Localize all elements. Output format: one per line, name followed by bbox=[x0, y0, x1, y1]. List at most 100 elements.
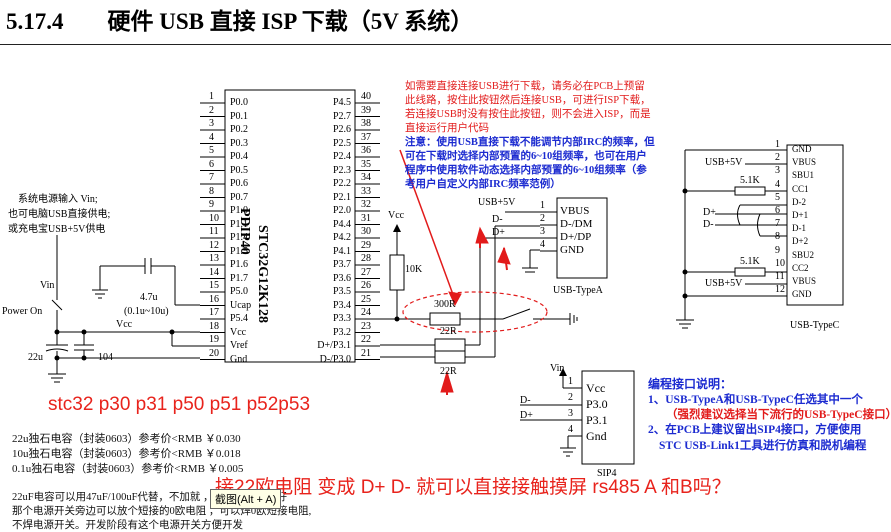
cap-47u-range: (0.1u~10u) bbox=[124, 306, 169, 317]
chip-pin-number: 33 bbox=[361, 185, 371, 197]
sip4-pin-number: 1 bbox=[568, 376, 573, 387]
typea-pin-name: GND bbox=[560, 244, 584, 256]
typec-pin-number: 9 bbox=[775, 244, 780, 256]
user-annotation-top: stc32 p30 p31 p50 p51 p52p53 bbox=[48, 394, 311, 415]
sip4-pin-name: Vcc bbox=[586, 381, 606, 395]
typec-pin-name: GND bbox=[792, 144, 812, 154]
typec-pin-number: 8 bbox=[775, 231, 780, 243]
typec-pin-number: 7 bbox=[775, 218, 780, 230]
typec-pin-name: D+1 bbox=[792, 210, 809, 220]
res-51k-label-a: 5.1K bbox=[740, 175, 760, 186]
para-line-3: 不焊电源开关。开发阶段有这个电源开关方便开发 bbox=[12, 520, 243, 531]
chip-pin-number: 28 bbox=[361, 253, 371, 264]
d-plus-label-c: D+ bbox=[703, 207, 716, 218]
chip-pin-number: 19 bbox=[209, 334, 219, 345]
d-plus-label-a: D+ bbox=[492, 227, 505, 238]
prog-line-3: 2、在PCB上建议留出SIP4接口，方便使用 bbox=[648, 424, 862, 436]
typec-pin-name: D-1 bbox=[792, 223, 806, 234]
chip-pin-number: 36 bbox=[361, 145, 371, 156]
cap-price-1: 22u独石电容（封装0603）参考价<RMB ￥0.030 bbox=[12, 433, 241, 445]
res-22r-label-b: 22R bbox=[440, 366, 457, 377]
chip-pin-name: P0.1 bbox=[230, 110, 249, 122]
chip-pin-number: 4 bbox=[209, 131, 214, 143]
chip-pin-name: P1.7 bbox=[230, 272, 249, 284]
chip-pin-number: 40 bbox=[361, 91, 371, 102]
chip-pin-name: Vref bbox=[230, 340, 248, 351]
chip-pin-name: P3.2 bbox=[332, 326, 351, 338]
typea-pin-name: VBUS bbox=[560, 205, 590, 217]
chip-pin-number: 30 bbox=[361, 226, 371, 237]
chip-pin-number: 10 bbox=[209, 212, 219, 224]
typea-pin-number: 4 bbox=[540, 239, 545, 250]
prog-line-2: （强烈建议选择当下流行的USB-TypeC接口） bbox=[666, 409, 891, 421]
typec-label: USB-TypeC bbox=[790, 320, 840, 331]
chip-pin-name: P1.0 bbox=[230, 205, 249, 216]
chip-pin-name: P2.2 bbox=[332, 178, 351, 189]
power-note-2: 也可电脑USB直接供电; bbox=[8, 209, 111, 220]
chip-pin-number: 25 bbox=[361, 293, 371, 305]
typec-pin-number: 12 bbox=[775, 284, 785, 296]
typec-pin-number: 10 bbox=[775, 257, 785, 269]
chip-name: STC32G12K128 bbox=[255, 225, 270, 324]
chip-pin-number: 20 bbox=[209, 347, 219, 359]
prog-line-1: 1、USB-TypeA和USB-TypeC任选其中一个 bbox=[648, 394, 863, 406]
cap-47u-label: 4.7u bbox=[140, 292, 158, 303]
typea-label: USB-TypeA bbox=[553, 285, 603, 296]
chip-pin-name: P5.4 bbox=[230, 313, 249, 324]
chip-pin-name: P0.2 bbox=[230, 124, 249, 135]
chip-pin-name: P2.3 bbox=[332, 164, 351, 176]
chip-pin-number: 34 bbox=[361, 172, 371, 183]
chip-pin-number: 23 bbox=[361, 320, 371, 332]
chip-pin-name: P0.3 bbox=[230, 137, 249, 149]
para-line-2: 那个电源开关旁边可以放个短接的0欧电阻 ，可以焊0欧短接电阻, bbox=[12, 506, 312, 517]
chip-pin-number: 26 bbox=[361, 280, 371, 291]
para-line-1: 22uF电容可以用47uF/100uF代替，不加就 ，不放的越近越好 bbox=[12, 492, 288, 503]
prog-title: 编程接口说明： bbox=[648, 377, 733, 391]
chip-pin-number: 14 bbox=[209, 266, 219, 278]
typec-pin-name: D-2 bbox=[792, 196, 806, 207]
chip-package: PDIP40 bbox=[237, 208, 252, 255]
chip-pin-name: P4.5 bbox=[332, 97, 351, 108]
chip-pin-number: 8 bbox=[209, 185, 214, 197]
typec-pin-number: 1 bbox=[775, 139, 780, 150]
chip-pin-number: 32 bbox=[361, 199, 371, 210]
chip-pin-name: P2.0 bbox=[332, 205, 351, 216]
chip-body bbox=[224, 89, 356, 363]
chip-pin-number: 24 bbox=[361, 307, 371, 318]
chip-pin-name: P3.7 bbox=[332, 259, 351, 270]
res-51k-label-b: 5.1K bbox=[740, 256, 760, 267]
chip-pin-number: 6 bbox=[209, 158, 214, 170]
chip-pin-number: 31 bbox=[361, 212, 371, 224]
typec-pin-name: GND bbox=[792, 289, 812, 300]
chip-pin-number: 21 bbox=[361, 347, 371, 359]
chip-pin-name: P0.0 bbox=[230, 97, 249, 108]
chip-pin-name: P3.4 bbox=[332, 299, 351, 311]
screenshot-tooltip: 截图(Alt + A) bbox=[210, 489, 282, 509]
chip-pin-number: 18 bbox=[209, 320, 219, 332]
usb-5v-label-a: USB+5V bbox=[478, 197, 516, 208]
heading-divider bbox=[0, 44, 891, 45]
chip-pin-name: P0.7 bbox=[230, 191, 249, 203]
power-on-label: Power On bbox=[2, 306, 43, 317]
typea-pin-name: D+/DP bbox=[560, 231, 592, 243]
chip-pin-number: 35 bbox=[361, 158, 371, 170]
prog-line-4: STC USB-Link1工具进行仿真和脱机编程 bbox=[659, 440, 867, 452]
chip-pin-name: P2.7 bbox=[332, 110, 351, 122]
sip4-pin-name: P3.1 bbox=[586, 413, 608, 427]
chip-pin-number: 12 bbox=[209, 239, 219, 251]
chip-pin-number: 27 bbox=[361, 266, 371, 278]
chip-pin-number: 15 bbox=[209, 280, 219, 291]
typec-pin-name: VBUS bbox=[792, 157, 817, 168]
chip-pin-name: P0.5 bbox=[230, 164, 249, 176]
section-title: 硬件 USB 直接 ISP 下载（5V 系统） bbox=[107, 9, 474, 34]
sip4-pin-number: 3 bbox=[568, 408, 573, 419]
chip-pin-number: 1 bbox=[209, 91, 214, 102]
usb-typea-box bbox=[556, 197, 608, 279]
sip4-label: SIP4 bbox=[597, 468, 617, 479]
typec-pin-name: SBU2 bbox=[792, 249, 815, 260]
res-22r-label-a: 22R bbox=[440, 326, 457, 337]
vcc-label-2: Vcc bbox=[388, 210, 405, 221]
chip-pin-name: Vcc bbox=[230, 326, 247, 338]
chip-pin-number: 13 bbox=[209, 253, 219, 264]
